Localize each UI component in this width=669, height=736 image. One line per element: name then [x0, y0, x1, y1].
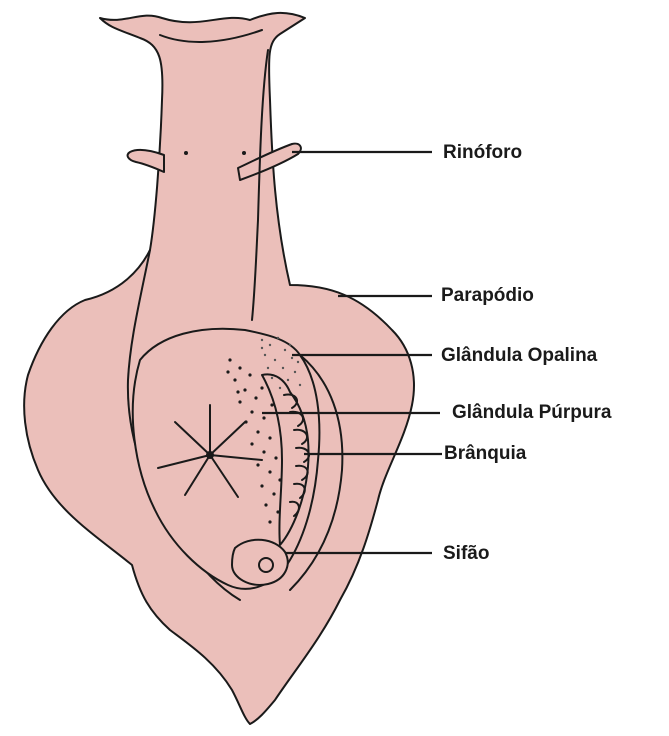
left-eye	[184, 151, 188, 155]
label-glandula-opalina: Glândula Opalina	[441, 346, 597, 365]
label-parapodio: Parapódio	[441, 286, 534, 305]
label-branquia: Brânquia	[444, 444, 526, 463]
label-rinoforo: Rinóforo	[443, 143, 522, 162]
left-rhinophore	[128, 150, 164, 172]
body-drawing	[24, 13, 414, 724]
right-eye	[242, 151, 246, 155]
label-sifao: Sifão	[443, 544, 489, 563]
label-glandula-purpura: Glândula Púrpura	[452, 403, 611, 422]
